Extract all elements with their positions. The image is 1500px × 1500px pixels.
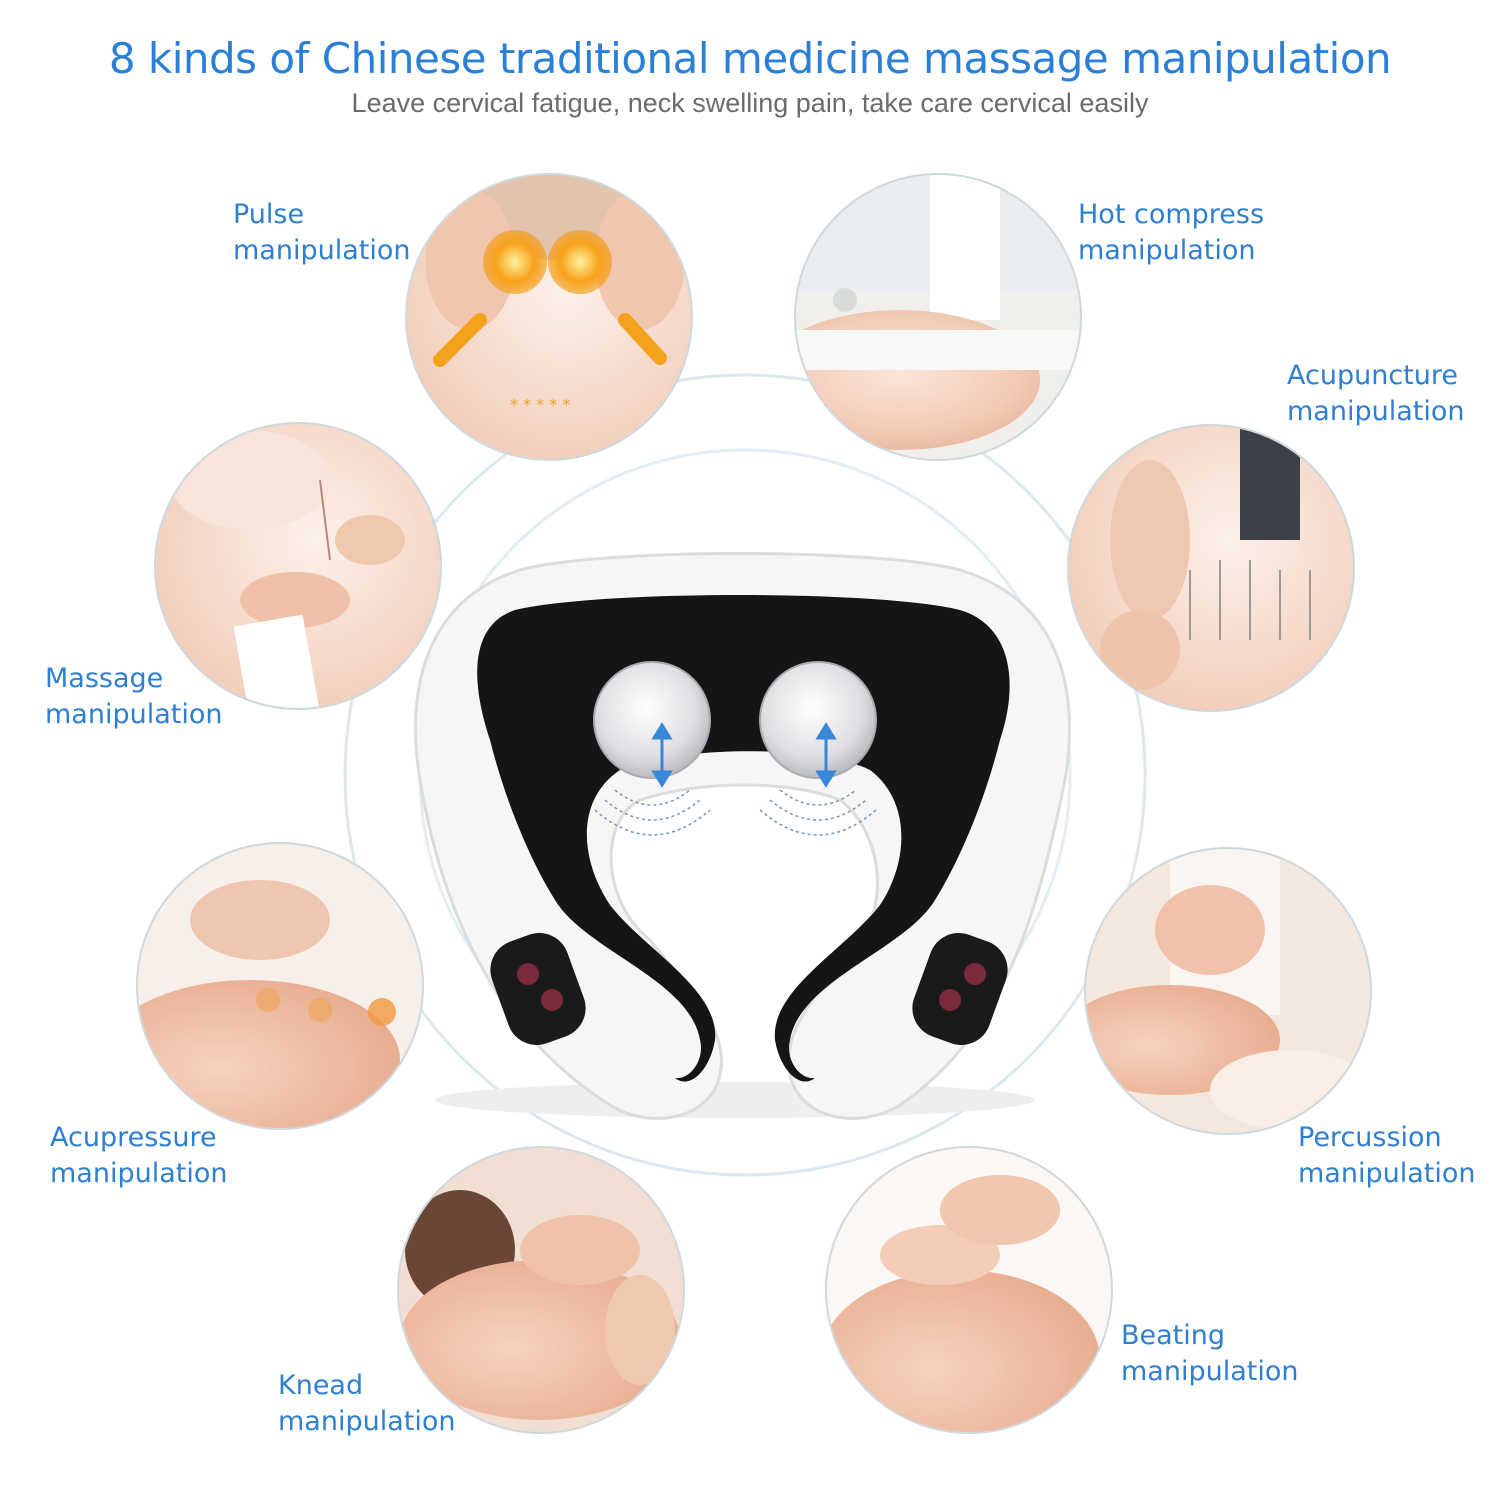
left-control-panel	[490, 933, 586, 1045]
neck-massager-device	[414, 552, 1071, 1120]
massage-photo	[154, 422, 442, 710]
beating-photo	[825, 1146, 1113, 1434]
right-massage-pad	[759, 661, 877, 779]
left-massage-pad	[593, 661, 711, 779]
right-control-panel	[912, 933, 1008, 1045]
acupuncture-photo	[1067, 424, 1355, 712]
label-acupuncture: Acupuncture manipulation	[1287, 360, 1465, 427]
label-hot-compress: Hot compress manipulation	[1078, 199, 1265, 266]
label-percussion: Percussion manipulation	[1298, 1122, 1476, 1189]
up-down-arrow-icon	[651, 722, 837, 788]
page-subtitle: Leave cervical fatigue, neck swelling pa…	[351, 88, 1149, 118]
label-beating: Beating manipulation	[1121, 1320, 1299, 1387]
pulse-photo: * * * * *	[405, 173, 693, 461]
acupressure-photo	[136, 842, 424, 1130]
percussion-photo	[1084, 847, 1372, 1135]
label-knead: Knead manipulation	[278, 1370, 456, 1437]
hot-compress-photo	[794, 173, 1082, 461]
page-title: 8 kinds of Chinese traditional medicine …	[108, 34, 1392, 83]
label-pulse: Pulse manipulation	[233, 199, 411, 266]
label-acupressure: Acupressure manipulation	[50, 1122, 228, 1189]
svg-text:* * * * *: * * * * *	[510, 395, 570, 414]
outer-ring	[343, 373, 1147, 1177]
label-massage: Massage manipulation	[45, 663, 223, 730]
knead-photo	[397, 1146, 685, 1434]
